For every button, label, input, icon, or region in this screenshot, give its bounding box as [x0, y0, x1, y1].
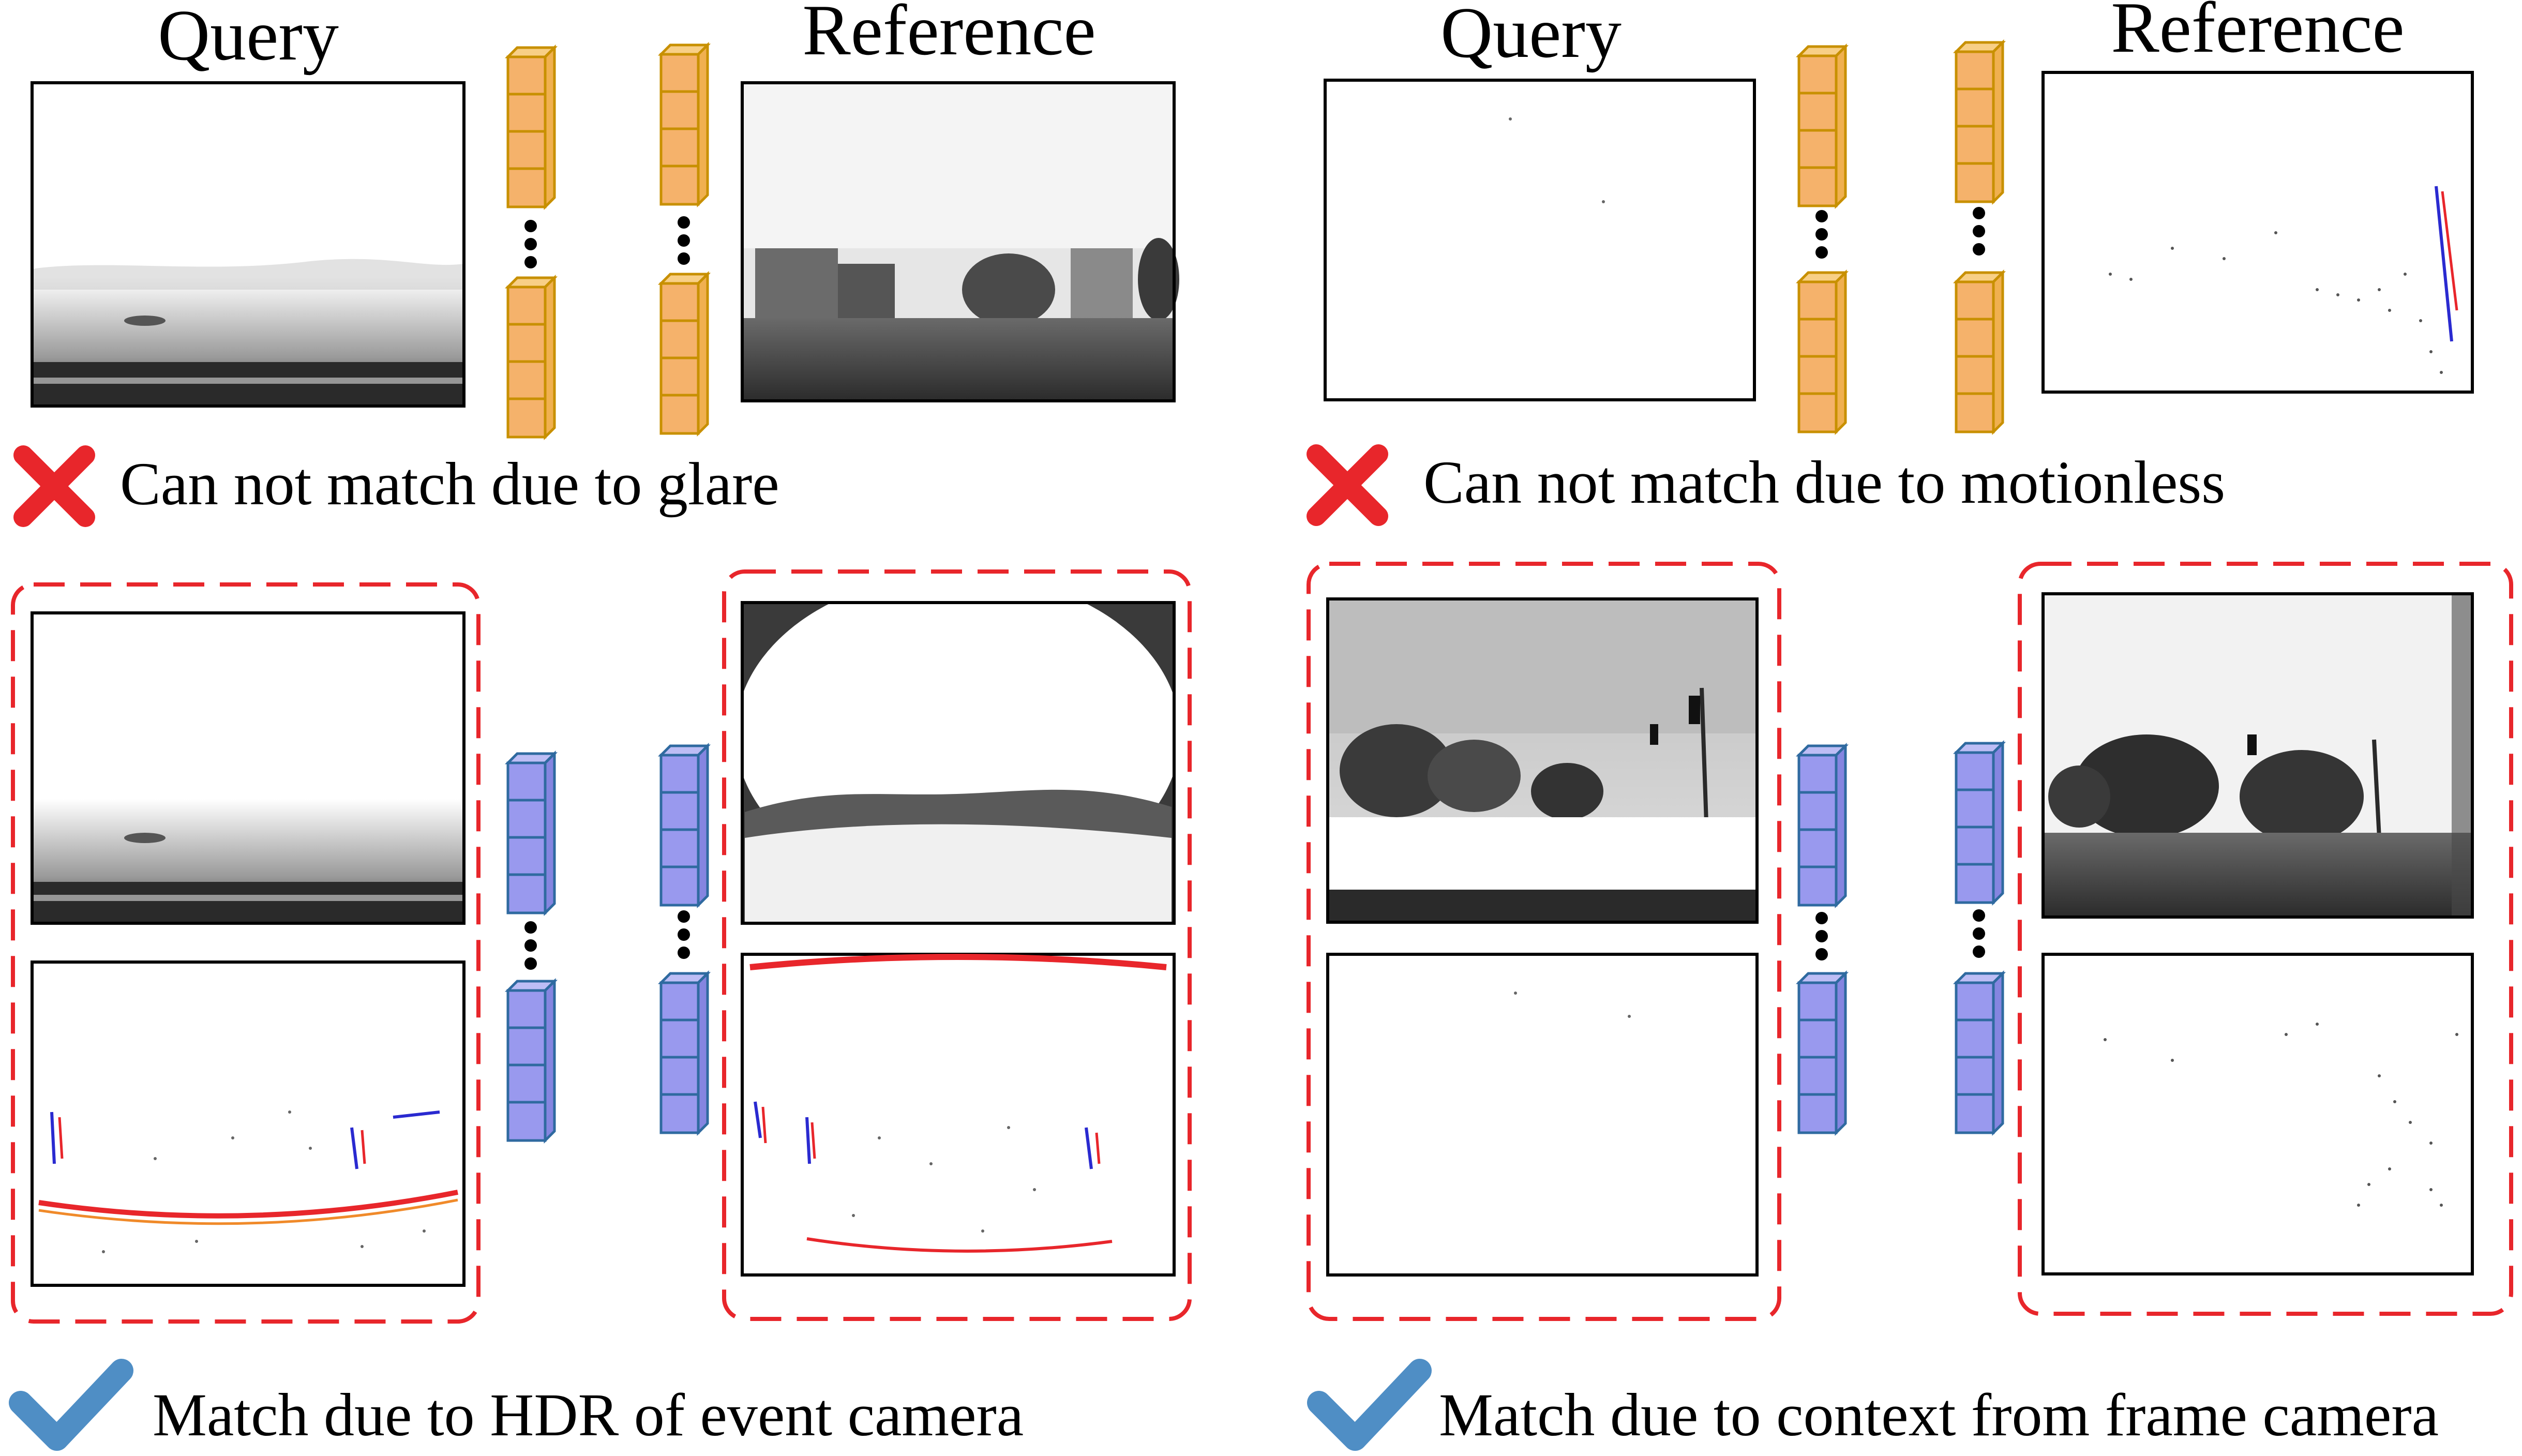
- query-event-image: [1324, 79, 1756, 401]
- feature-cube-stack-bottom: [1953, 269, 2006, 436]
- panel-top-left: Query Reference: [13, 0, 1179, 527]
- query-dashed-box: [11, 582, 481, 1324]
- query-feature-vector-icon: [504, 750, 558, 1144]
- query-label: Query: [158, 0, 339, 76]
- cross-icon: [1307, 444, 1388, 526]
- feature-cube-stack-top: [657, 742, 711, 909]
- caption-glare: Can not match due to glare: [120, 450, 779, 518]
- query-frame-image: [31, 611, 466, 925]
- feature-cube-stack-bottom: [1953, 970, 2006, 1136]
- reference-event-image: [2041, 71, 2474, 394]
- query-feature-vector-icon: [504, 44, 558, 441]
- reference-feature-vector-icon: [1953, 740, 2006, 1136]
- feature-cube-stack-top: [1795, 43, 1849, 209]
- query-feature-vector-icon: [1795, 742, 1849, 1136]
- feature-cube-stack-top: [1953, 39, 2006, 205]
- panel-top-right: Query Reference: [1307, 0, 2474, 526]
- panel-bottom-left: Match due to HDR of event camera: [9, 569, 1192, 1451]
- feature-cube-stack-bottom: [1795, 970, 1849, 1136]
- query-event-image: [1326, 953, 1759, 1277]
- query-label: Query: [1440, 0, 1622, 73]
- feature-cube-stack-top: [504, 44, 558, 211]
- feature-cube-stack-bottom: [657, 271, 711, 437]
- reference-label: Reference: [802, 0, 1095, 70]
- reference-event-image: [2041, 953, 2474, 1275]
- query-event-image: [31, 960, 466, 1287]
- query-frame-image: [31, 81, 466, 408]
- feature-cube-stack-bottom: [504, 274, 558, 441]
- panel-bottom-right: Match due to context from frame camera: [1307, 562, 2513, 1451]
- caption-hdr: Match due to HDR of event camera: [153, 1381, 1024, 1449]
- feature-cube-stack-bottom: [657, 970, 711, 1136]
- query-dashed-box: [1307, 562, 1781, 1321]
- reference-feature-vector-icon: [657, 742, 711, 1136]
- feature-cube-stack-top: [1795, 742, 1849, 909]
- reference-event-image: [741, 953, 1176, 1277]
- feature-cube-stack-top: [504, 750, 558, 917]
- reference-frame-image: [741, 81, 1179, 402]
- check-icon: [9, 1359, 133, 1451]
- query-frame-image: [1326, 597, 1759, 924]
- feature-cube-stack-top: [657, 41, 711, 208]
- query-feature-vector-icon: [1795, 43, 1849, 436]
- reference-dashed-box: [2018, 562, 2513, 1316]
- caption-context: Match due to context from frame camera: [1439, 1381, 2439, 1449]
- feature-cube-stack-bottom: [1795, 269, 1849, 436]
- reference-frame-image: [735, 574, 1180, 925]
- reference-dashed-box: [722, 569, 1192, 1321]
- cross-icon: [13, 445, 95, 527]
- feature-cube-stack-bottom: [504, 978, 558, 1144]
- reference-feature-vector-icon: [1953, 39, 2006, 436]
- reference-frame-image: [2041, 592, 2474, 919]
- caption-motionless: Can not match due to motionless: [1423, 448, 2225, 516]
- feature-cube-stack-top: [1953, 740, 2006, 906]
- reference-label: Reference: [2111, 0, 2404, 68]
- reference-feature-vector-icon: [657, 41, 711, 437]
- check-icon: [1307, 1359, 1432, 1451]
